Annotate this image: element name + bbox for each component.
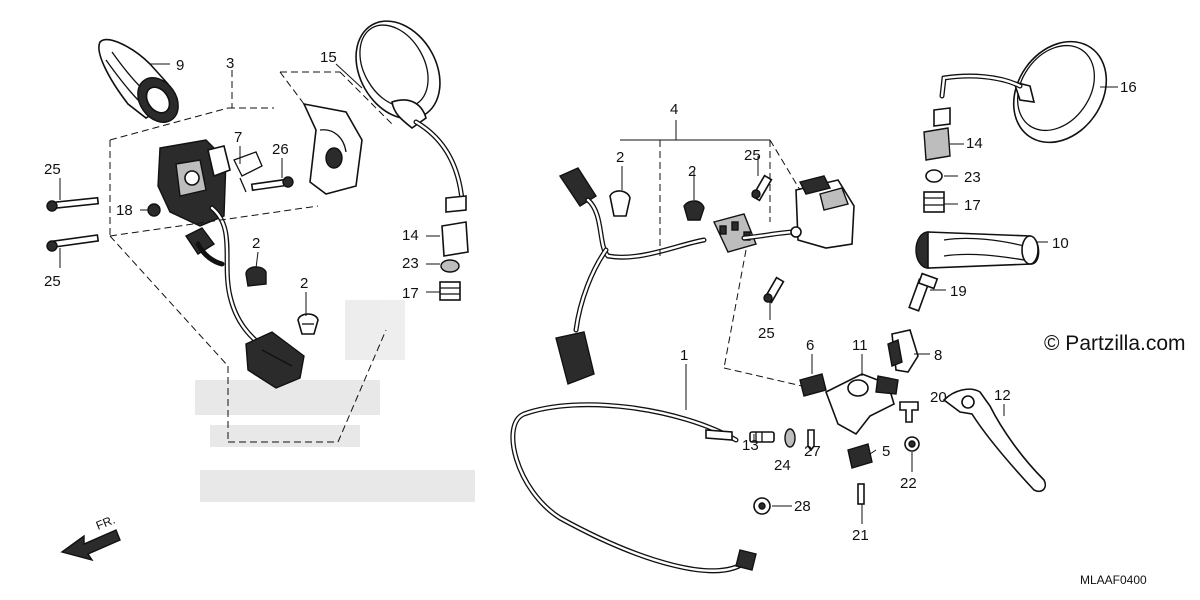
callout-25[interactable]: 25 bbox=[44, 161, 61, 178]
left-switch-cover[interactable] bbox=[302, 102, 363, 195]
callout-28[interactable]: 28 bbox=[794, 498, 811, 515]
mirror-base-right[interactable] bbox=[923, 107, 951, 213]
callout-12[interactable]: 12 bbox=[994, 387, 1011, 404]
throttle-cable[interactable] bbox=[510, 402, 757, 574]
callout-numbers: 9 3 15 7 26 25 18 25 2 2 14 23 17 4 2 2 … bbox=[44, 49, 1137, 544]
callout-17[interactable]: 17 bbox=[402, 285, 419, 302]
callout-14[interactable]: 14 bbox=[966, 135, 983, 152]
callout-20[interactable]: 20 bbox=[930, 389, 947, 406]
left-harness[interactable] bbox=[184, 205, 305, 389]
callout-14[interactable]: 14 bbox=[402, 227, 419, 244]
nut-22[interactable] bbox=[904, 436, 920, 452]
callout-22[interactable]: 22 bbox=[900, 475, 917, 492]
diagram-code: MLAAF0400 bbox=[1080, 573, 1147, 587]
callout-19[interactable]: 19 bbox=[950, 283, 967, 300]
callout-21[interactable]: 21 bbox=[852, 527, 869, 544]
washer-24[interactable] bbox=[784, 428, 796, 448]
screw-25-left-lower[interactable] bbox=[46, 234, 100, 252]
callout-23[interactable]: 23 bbox=[964, 169, 981, 186]
cover-8[interactable] bbox=[887, 329, 919, 373]
callout-25[interactable]: 25 bbox=[758, 325, 775, 342]
leader-lines bbox=[59, 63, 1118, 524]
lever-12[interactable] bbox=[942, 388, 1047, 493]
callout-10[interactable]: 10 bbox=[1052, 235, 1069, 252]
callout-16[interactable]: 16 bbox=[1120, 79, 1137, 96]
bolt-19[interactable] bbox=[908, 272, 939, 312]
clip-7[interactable] bbox=[233, 151, 263, 193]
left-grip[interactable] bbox=[98, 39, 187, 130]
callout-8[interactable]: 8 bbox=[934, 347, 942, 364]
partzilla-watermark: © Partzilla.com bbox=[1044, 332, 1186, 355]
nut-28[interactable] bbox=[753, 497, 771, 515]
callout-2[interactable]: 2 bbox=[300, 275, 308, 292]
callout-9[interactable]: 9 bbox=[176, 57, 184, 74]
callout-25[interactable]: 25 bbox=[744, 147, 761, 164]
clamp-2-left-upper[interactable] bbox=[245, 266, 267, 287]
callout-7[interactable]: 7 bbox=[234, 129, 242, 146]
bolt-20[interactable] bbox=[899, 401, 919, 423]
screw-25-middle-lower[interactable] bbox=[763, 276, 785, 304]
callout-2[interactable]: 2 bbox=[688, 163, 696, 180]
callout-4[interactable]: 4 bbox=[670, 101, 678, 118]
callout-2[interactable]: 2 bbox=[616, 149, 624, 166]
adjuster-13[interactable] bbox=[749, 431, 775, 443]
lever-holder-11[interactable] bbox=[824, 373, 899, 436]
callout-17[interactable]: 17 bbox=[964, 197, 981, 214]
callout-2[interactable]: 2 bbox=[252, 235, 260, 252]
halftone-watermark bbox=[195, 300, 475, 502]
callout-5[interactable]: 5 bbox=[882, 443, 890, 460]
callout-15[interactable]: 15 bbox=[320, 49, 337, 66]
front-arrow-label: FR. bbox=[94, 513, 117, 533]
callout-26[interactable]: 26 bbox=[272, 141, 289, 158]
screw-18[interactable] bbox=[147, 203, 161, 217]
switch-5[interactable] bbox=[847, 443, 873, 469]
callout-13[interactable]: 13 bbox=[742, 437, 759, 454]
switch-6[interactable] bbox=[799, 373, 827, 397]
screw-27[interactable] bbox=[807, 429, 815, 452]
callout-11[interactable]: 11 bbox=[852, 337, 868, 354]
callout-27[interactable]: 27 bbox=[804, 443, 821, 460]
callout-25[interactable]: 25 bbox=[44, 273, 61, 290]
screw-26[interactable] bbox=[250, 176, 294, 192]
callout-23[interactable]: 23 bbox=[402, 255, 419, 272]
mirror-base-left[interactable] bbox=[439, 195, 469, 301]
clamp-2-left-lower[interactable] bbox=[297, 313, 319, 335]
front-direction-arrow bbox=[60, 529, 121, 562]
callout-18[interactable]: 18 bbox=[116, 202, 133, 219]
callout-3[interactable]: 3 bbox=[226, 55, 234, 72]
callout-6[interactable]: 6 bbox=[806, 337, 814, 354]
callout-24[interactable]: 24 bbox=[774, 457, 791, 474]
clamp-2-middle-left[interactable] bbox=[609, 190, 631, 217]
left-mirror[interactable] bbox=[339, 6, 465, 203]
screw-21[interactable] bbox=[857, 483, 865, 505]
screw-25-left-upper[interactable] bbox=[46, 196, 100, 212]
clamp-2-middle-right[interactable] bbox=[683, 200, 705, 221]
screw-25-middle-upper[interactable] bbox=[751, 174, 773, 202]
right-switch-housing[interactable] bbox=[790, 175, 855, 249]
right-harness[interactable] bbox=[555, 167, 799, 385]
right-grip[interactable] bbox=[915, 231, 1040, 269]
right-mirror[interactable] bbox=[939, 24, 1125, 161]
callout-1[interactable]: 1 bbox=[680, 347, 688, 364]
